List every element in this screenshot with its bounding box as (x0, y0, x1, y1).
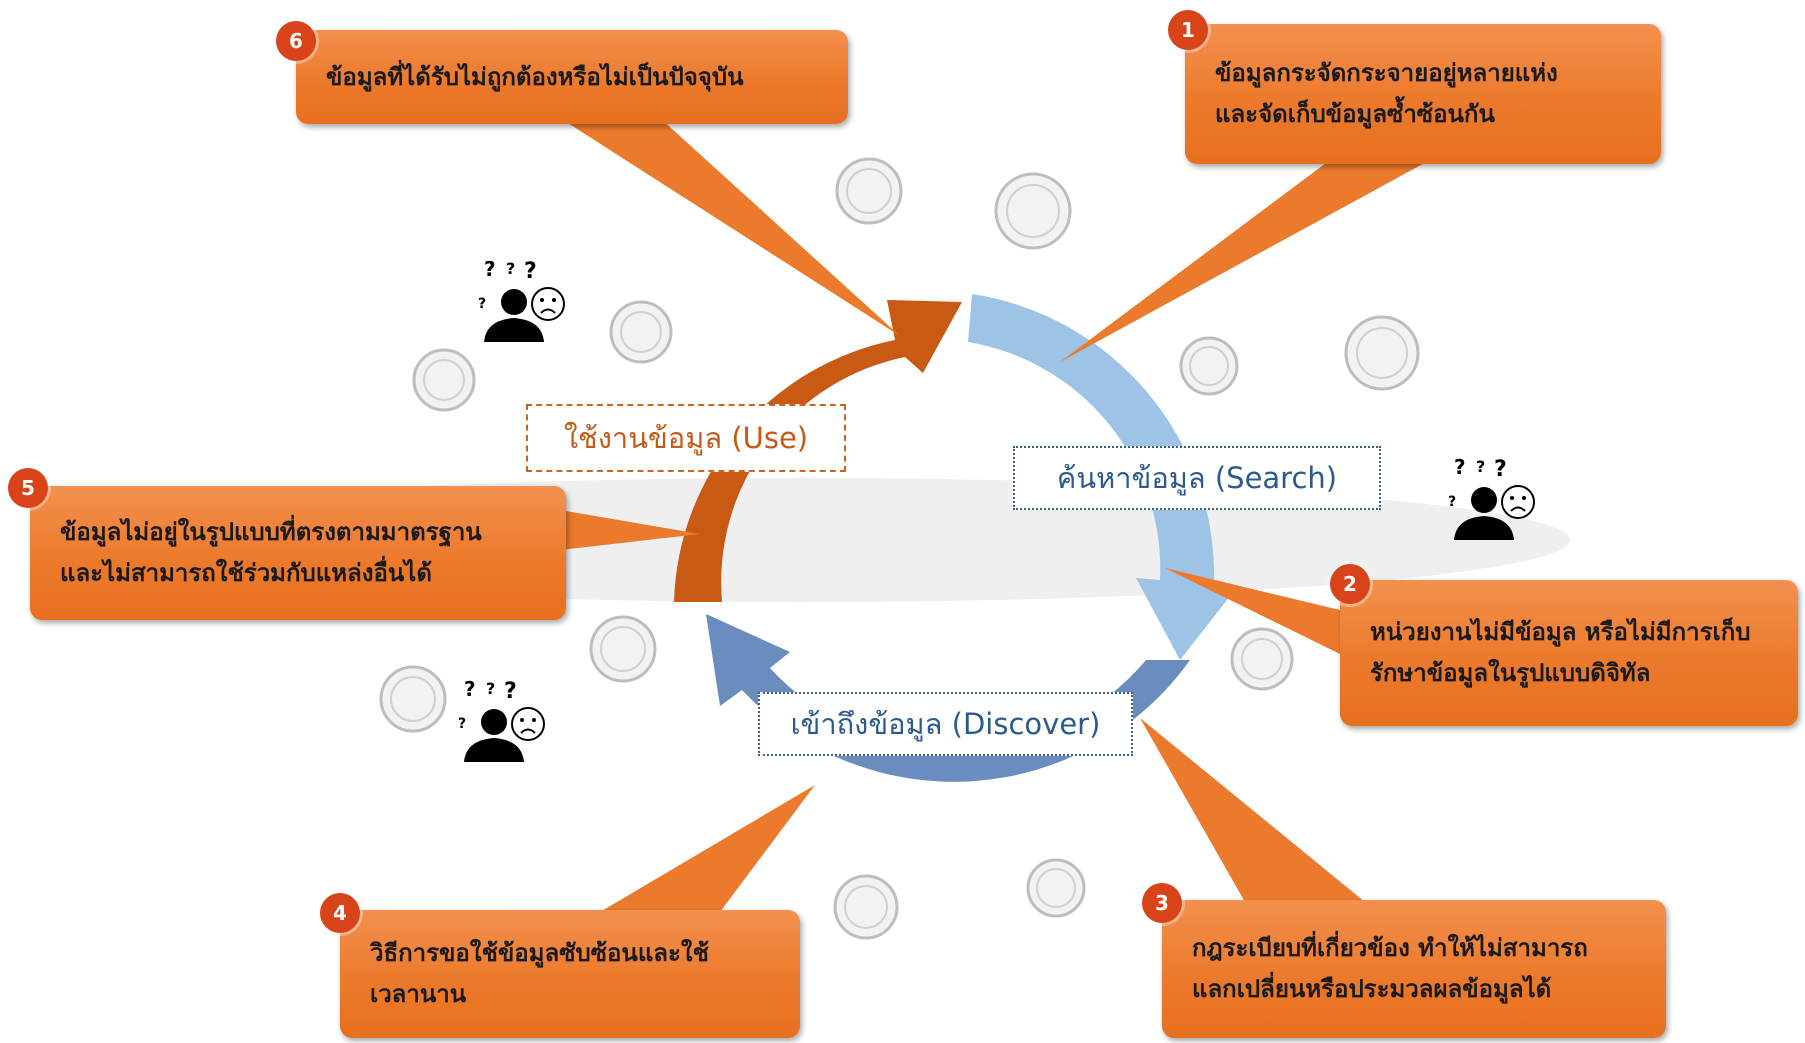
callout-3-badge: 3 (1142, 883, 1182, 923)
callout-1-badge: 1 (1168, 10, 1208, 50)
callout-4-badge: 4 (320, 893, 360, 933)
callout-1: ข้อมูลกระจัดกระจายอยู่หลายแห่ง และจัดเก็… (1185, 24, 1661, 164)
callout-3-pointer (1140, 718, 1365, 902)
callout-4: วิธีการขอใช้ข้อมูลซับซ้อนและใช้ เวลานาน (340, 910, 800, 1038)
callout-2-badge: 2 (1330, 564, 1370, 604)
svg-text:?: ? (458, 716, 466, 732)
callout-2-line-1: หน่วยงานไม่มีข้อมูล หรือไม่มีการเก็บ (1370, 618, 1751, 646)
svg-text:?: ? (1476, 457, 1485, 476)
callout-5-line-1: ข้อมูลไม่อยู่ในรูปแบบที่ตรงตามมาตรฐาน (60, 518, 482, 546)
svg-text:?: ? (504, 679, 517, 704)
confused-person-icon: ? ? ? ? (1448, 455, 1535, 540)
svg-text:?: ? (506, 259, 515, 278)
callout-1-pointer (1060, 160, 1430, 362)
callout-6-pointer (560, 118, 900, 336)
svg-text:?: ? (1448, 494, 1456, 510)
callout-5: ข้อมูลไม่อยู่ในรูปแบบที่ตรงตามมาตรฐาน แล… (30, 486, 566, 620)
confused-person-icon: ? ? ? ? (478, 257, 565, 342)
svg-text:?: ? (484, 257, 496, 281)
callout-3-line-1: กฎระเบียบที่เกี่ยวข้อง ทำให้ไม่สามารถ (1192, 934, 1588, 962)
svg-text:?: ? (1494, 457, 1507, 482)
svg-text:?: ? (1454, 455, 1466, 479)
callout-5-badge: 5 (8, 468, 48, 508)
stage-search-label: ค้นหาข้อมูล (Search) (1013, 446, 1381, 510)
callout-1-line-2: และจัดเก็บข้อมูลซ้ำซ้อนกัน (1215, 100, 1495, 128)
stage-use-label: ใช้งานข้อมูล (Use) (526, 404, 846, 472)
stage-discover-label: เข้าถึงข้อมูล (Discover) (758, 692, 1133, 756)
svg-text:?: ? (478, 296, 486, 312)
callout-6-badge: 6 (276, 21, 316, 61)
search-arrow (968, 294, 1238, 660)
confused-person-icon: ? ? ? ? (458, 677, 545, 762)
callout-4-line-1: วิธีการขอใช้ข้อมูลซับซ้อนและใช้ (370, 939, 709, 967)
callout-2-line-2: รักษาข้อมูลในรูปแบบดิจิทัล (1370, 659, 1651, 687)
callout-5-pointer (560, 510, 700, 550)
svg-text:?: ? (486, 679, 495, 698)
callout-4-pointer (600, 785, 815, 912)
svg-text:?: ? (524, 259, 537, 284)
callout-3-line-2: แลกเปลี่ยนหรือประมวลผลข้อมูลได้ (1192, 975, 1552, 1003)
callout-3: กฎระเบียบที่เกี่ยวข้อง ทำให้ไม่สามารถ แล… (1162, 900, 1666, 1038)
callout-2: หน่วยงานไม่มีข้อมูล หรือไม่มีการเก็บ รัก… (1340, 580, 1798, 726)
callout-1-line-1: ข้อมูลกระจัดกระจายอยู่หลายแห่ง (1215, 59, 1558, 87)
callout-6: ข้อมูลที่ได้รับไม่ถูกต้องหรือไม่เป็นปัจจ… (296, 30, 848, 124)
callout-5-line-2: และไม่สามารถใช้ร่วมกับแหล่งอื่นได้ (60, 559, 432, 587)
callout-2-pointer (1165, 568, 1340, 654)
svg-text:?: ? (464, 677, 476, 701)
callout-6-line-1: ข้อมูลที่ได้รับไม่ถูกต้องหรือไม่เป็นปัจจ… (326, 62, 744, 91)
callout-4-line-2: เวลานาน (370, 980, 467, 1008)
